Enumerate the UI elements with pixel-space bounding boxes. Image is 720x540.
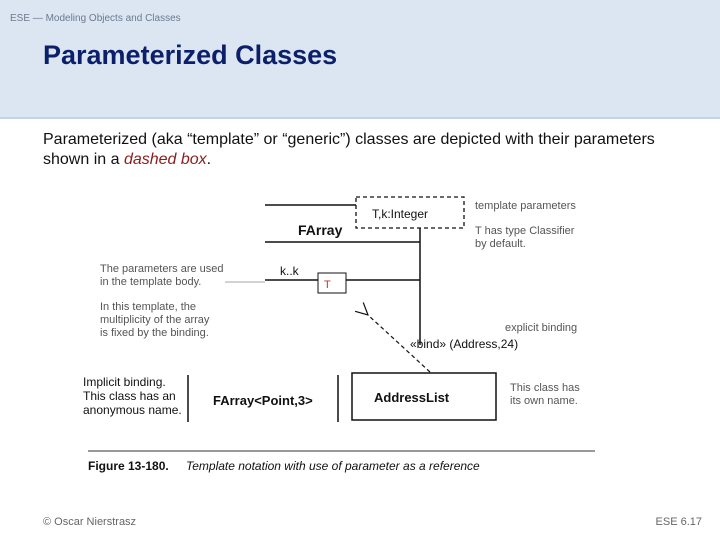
address-list-name: AddressList	[374, 390, 450, 405]
note-template-params: template parameters	[475, 200, 576, 212]
diagram-svg: FArray k..k T T,k:Integer template param…	[83, 196, 595, 473]
note-classifier: T has type Classifier by default.	[475, 225, 578, 250]
note-implicit-line-1: Implicit binding.	[83, 375, 166, 389]
note-explicit-line-1: explicit binding	[505, 322, 577, 334]
figure-caption: Template notation with use of parameter …	[186, 459, 480, 473]
note-template-params-line-1: template parameters	[475, 200, 576, 212]
note-own-name-line-1: This class has	[510, 382, 580, 394]
note-multiplicity: In this template, the multiplicity of th…	[100, 301, 213, 339]
slide-header: ESE — Modeling Objects and Classes Param…	[0, 0, 720, 119]
slide-title: Parameterized Classes	[43, 40, 338, 70]
note-params-used: The parameters are used in the template …	[100, 263, 227, 288]
note-params-used-line-2: in the template body.	[100, 276, 201, 288]
note-params-used-line-1: The parameters are used	[100, 263, 224, 275]
note-implicit-line-2: This class has an	[83, 389, 176, 403]
course-label: ESE — Modeling Objects and Classes	[10, 13, 181, 24]
footer-page-number: ESE 6.17	[655, 516, 702, 528]
bind-dependency	[368, 315, 431, 373]
bind-label: «bind» (Address,24)	[410, 337, 518, 351]
note-multiplicity-line-2: multiplicity of the array	[100, 314, 210, 326]
template-params: T,k:Integer	[372, 207, 428, 221]
note-own-name: This class has its own name.	[510, 382, 583, 407]
template-diagram: FArray k..k T T,k:Integer template param…	[80, 190, 640, 490]
note-explicit: explicit binding	[505, 322, 577, 334]
intro-emphasis: dashed box	[123, 151, 207, 168]
attr-type-box	[317, 272, 347, 294]
note-implicit: Implicit binding. This class has an anon…	[83, 375, 182, 417]
note-implicit-line-3: anonymous name.	[83, 403, 182, 417]
attr-multiplicity: k..k	[280, 264, 300, 278]
note-classifier-line-1: T has type Classifier	[475, 225, 575, 237]
implicit-class-name: FArray<Point,3>	[213, 393, 313, 408]
address-list-class	[351, 372, 497, 421]
intro-before: Parameterized (aka “template” or “generi…	[43, 131, 655, 168]
intro-after: .	[206, 151, 212, 168]
figure-label: Figure 13-180.	[88, 459, 169, 473]
attr-type: T	[324, 279, 331, 291]
template-param-box	[355, 196, 465, 229]
note-own-name-line-2: its own name.	[510, 395, 578, 407]
note-multiplicity-line-3: is fixed by the binding.	[100, 327, 209, 339]
farray-name: FArray	[298, 222, 343, 238]
note-multiplicity-line-1: In this template, the	[100, 301, 196, 313]
intro-text: Parameterized (aka “template” or “generi…	[43, 130, 683, 170]
footer-author: © Oscar Nierstrasz	[43, 516, 137, 528]
note-classifier-line-2: by default.	[475, 238, 526, 250]
farray-class: FArray k..k T	[265, 204, 421, 345]
